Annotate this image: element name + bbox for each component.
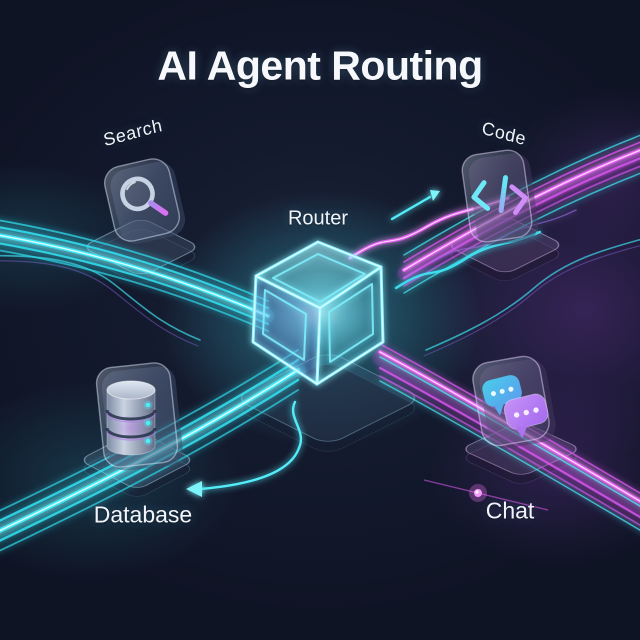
chat-label: Chat (485, 497, 535, 524)
code-node (461, 149, 539, 245)
database-cylinder-icon (105, 380, 157, 456)
search-node (103, 158, 186, 244)
circuit-trace-right (423, 238, 640, 357)
chat-bubbles-icon (482, 375, 549, 439)
arrow-to-code (390, 190, 440, 221)
code-tile (461, 149, 533, 243)
page-title: AI Agent Routing (157, 42, 483, 89)
database-node (95, 362, 183, 471)
database-label: Database (93, 501, 193, 528)
router-node (251, 240, 385, 386)
router-label: Router (287, 207, 349, 230)
chat-signal-dot (423, 479, 549, 511)
magnifier-icon (120, 176, 169, 216)
arrow-to-database (186, 400, 302, 497)
cube-icon (251, 240, 385, 386)
chat-node (472, 355, 556, 449)
search-tile (103, 158, 181, 242)
code-brackets-icon (471, 175, 529, 216)
